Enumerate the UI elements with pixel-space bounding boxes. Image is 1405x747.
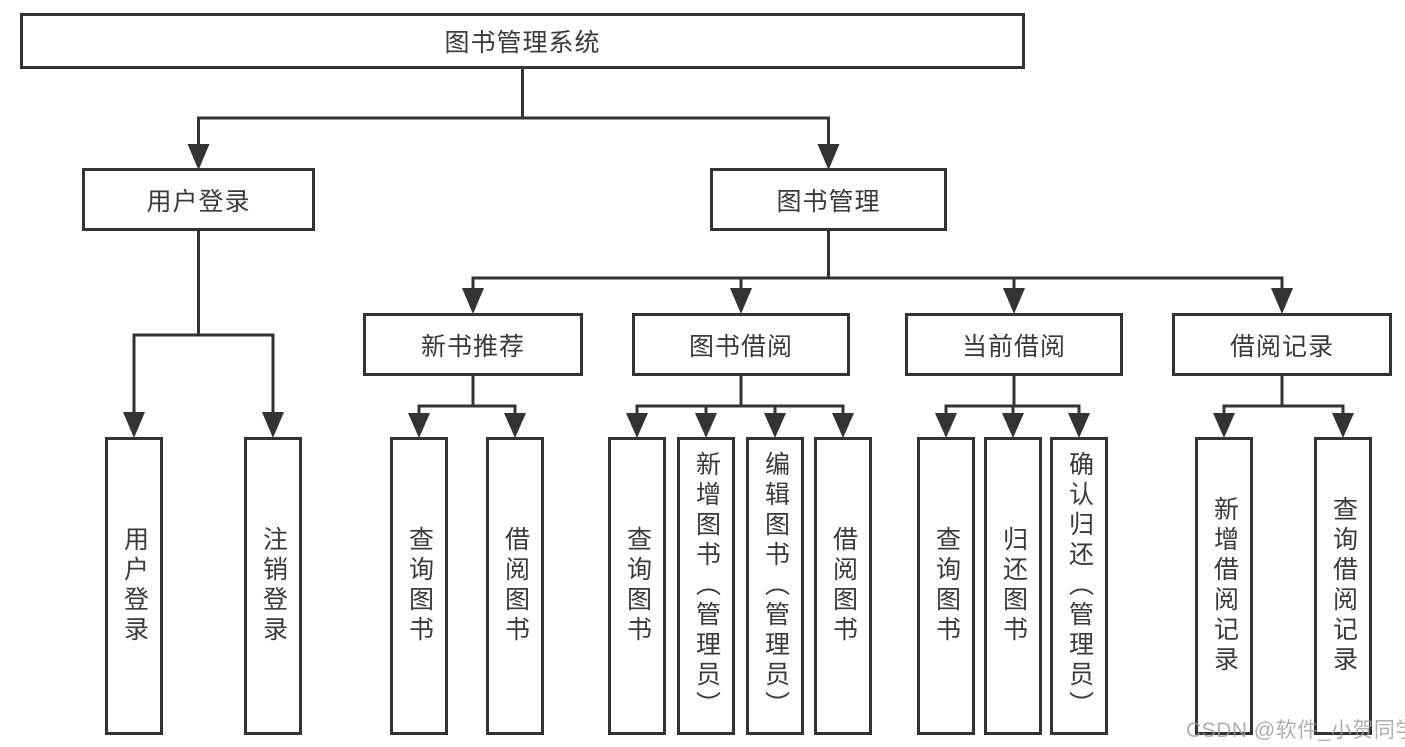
arrowhead [123,412,145,438]
node-confirm-return-admin: 确认归还（管理员） [1050,437,1108,735]
node-add-books-admin: 新增图书（管理员） [677,437,735,735]
arrowhead [730,288,752,314]
node-logout-leaf: 注销登录 [244,437,302,735]
node-add-borrow-record: 新增借阅记录 [1195,437,1253,735]
arrowhead [1213,413,1235,438]
arrowhead [1271,288,1293,314]
arrowhead [695,413,717,438]
node-query-books-current: 查询图书 [917,437,975,735]
connector-new-book-children [408,376,526,438]
arrowhead [626,413,648,438]
arrowhead [462,288,484,314]
node-borrow-books-newbook: 借阅图书 [486,437,544,735]
arrowhead [408,413,430,438]
node-current-borrow: 当前借阅 [905,313,1123,376]
connector-borrow-records-children [1213,376,1354,438]
node-edit-books-admin: 编辑图书（管理员） [746,437,804,735]
connector-user-login-children [123,231,284,438]
connector-root-to-level2 [187,69,840,170]
node-user-login-leaf: 用户登录 [105,437,163,735]
node-return-books: 归还图书 [984,437,1042,735]
node-query-borrow-record: 查询借阅记录 [1314,437,1372,735]
arrowhead [935,413,957,438]
node-root-library-system: 图书管理系统 [20,13,1025,69]
node-query-books-newbook: 查询图书 [390,437,448,735]
node-book-management: 图书管理 [710,168,947,231]
watermark-text: CSDN @软件_小贺同学 [1186,719,1405,742]
node-borrow-records: 借阅记录 [1172,313,1392,376]
connector-current-borrow-children [935,376,1090,438]
arrowhead [1002,413,1024,438]
arrowhead [504,413,526,438]
arrowhead [832,413,854,438]
arrowhead [1332,413,1354,438]
node-user-login: 用户登录 [82,168,315,231]
connector-book-mgmt-children [462,231,1293,314]
arrowhead [1068,413,1090,438]
node-book-borrow: 图书借阅 [632,313,850,376]
arrowhead [187,144,210,170]
connector-book-borrow-children [626,376,854,438]
node-query-books-borrow: 查询图书 [608,437,666,735]
arrowhead [817,144,840,170]
arrowhead [764,413,786,438]
node-new-book-recommend: 新书推荐 [363,313,583,376]
arrowhead [1003,288,1025,314]
arrowhead [262,412,284,438]
node-borrow-books-borrow: 借阅图书 [814,437,872,735]
